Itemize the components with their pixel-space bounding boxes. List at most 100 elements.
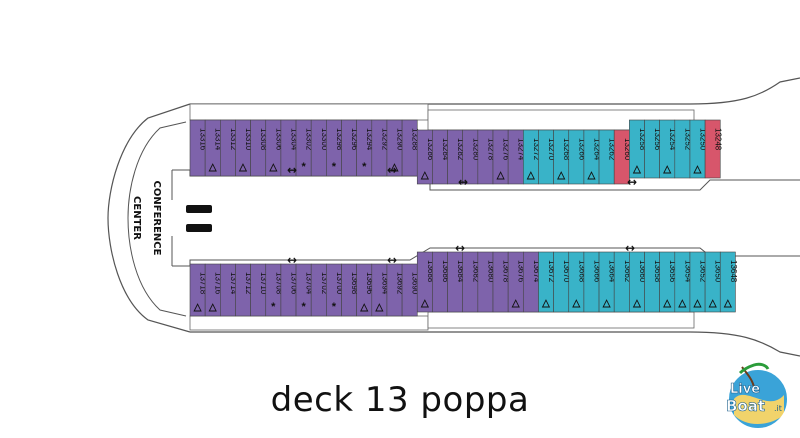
cabin-number: 13662 (623, 260, 632, 283)
cabin-number: 13312 (229, 128, 238, 151)
triangle-icon: △ (193, 302, 202, 313)
corridor-outline (171, 169, 800, 267)
cabin-number: 13294 (365, 128, 374, 151)
triangle-icon: △ (359, 302, 368, 313)
cabin-number: 13670 (562, 260, 571, 283)
cabin-number: 13714 (229, 272, 238, 295)
cabin-number: 13306 (274, 128, 283, 151)
cabin-number: 13692 (396, 272, 405, 295)
cabin-number: 13286 (426, 138, 435, 161)
liveboat-logo: Live Boat .it (726, 362, 789, 430)
cabin-number: 13250 (699, 128, 708, 151)
cabin-13650: 13650△ (704, 251, 723, 313)
cabin-number: 13272 (532, 138, 541, 161)
cabin-number: 13650 (714, 260, 723, 283)
cabin-number: 13266 (577, 138, 586, 161)
cabin-number: 13660 (638, 260, 647, 283)
cabin-fill (704, 119, 721, 179)
logo-text-suffix: .it (774, 404, 782, 413)
balcony-strip-bottom (189, 315, 429, 331)
cabin-13282: 13282 (447, 129, 465, 185)
cabin-number: 13682 (471, 260, 480, 283)
logo-text-live: Live (730, 382, 760, 397)
corridor-door-markers: ↔↔↔↔↔↔↔↔ (287, 163, 637, 267)
cabin-number: 13700 (335, 272, 344, 295)
cabin-number: 13302 (305, 128, 314, 151)
cabin-13258: 13258△ (629, 119, 647, 179)
cabin-number: 13674 (532, 260, 541, 283)
cabin-13708: 13708* (265, 263, 283, 317)
accessible-star-icon: * (332, 301, 337, 313)
cabin-number: 13668 (577, 260, 586, 283)
cabin-number: 13666 (592, 260, 601, 283)
cabin-number: 13252 (683, 128, 692, 151)
cabin-13296: 13296 (341, 119, 359, 177)
cabin-number: 13260 (623, 138, 632, 161)
cabin-13678: 13678 (492, 251, 511, 313)
cabin-fill (719, 251, 736, 313)
cabin-number: 13282 (456, 138, 465, 161)
triangle-icon: △ (693, 298, 702, 309)
cabin-13672: 13672△ (538, 251, 556, 313)
cabin-13714: 13714 (220, 263, 238, 317)
venue-line-2: CENTER (131, 196, 142, 240)
cabin-number: 13710 (259, 272, 268, 295)
cabin-number: 13678 (502, 260, 511, 283)
cabin-13286: 13286△ (416, 129, 435, 185)
triangle-icon: △ (511, 298, 520, 309)
door-arrow-icon: ↔ (387, 253, 397, 267)
cabin-number: 13654 (683, 260, 692, 283)
cabin-number: 13704 (305, 272, 314, 295)
cabin-number: 13278 (486, 138, 495, 161)
logo-text-boat: Boat (726, 397, 765, 415)
cabin-13248: 13248 (704, 119, 723, 179)
triangle-icon: △ (723, 298, 732, 309)
restroom-icon (186, 205, 212, 232)
triangle-icon: △ (693, 164, 702, 175)
cabin-13666: 13666 (583, 251, 601, 313)
triangle-icon: △ (526, 170, 535, 181)
cabin-number: 13308 (259, 128, 268, 151)
cabin-number: 13690 (411, 272, 420, 295)
door-arrow-icon: ↔ (625, 241, 635, 255)
cabin-13272: 13272 △ (522, 129, 541, 185)
triangle-icon: △ (556, 170, 565, 181)
cabin-13648: 13648△ (719, 251, 738, 313)
cabin-number: 13712 (244, 272, 253, 295)
triangle-icon: △ (662, 164, 671, 175)
cabin-13668: 13668△ (568, 251, 586, 313)
cabin-number: 13304 (289, 128, 298, 151)
cabin-13276: 13276△ (492, 129, 511, 185)
cabin-number: 13296 (350, 128, 359, 151)
triangle-icon: △ (268, 162, 277, 173)
accessible-star-icon: * (271, 301, 276, 313)
cabin-13656: 13656△ (659, 251, 677, 313)
cabin-number: 13290 (396, 128, 405, 151)
door-arrow-icon: ↔ (458, 175, 468, 189)
triangle-icon: △ (420, 298, 429, 309)
triangle-icon: △ (602, 298, 611, 309)
cabin-number: 13652 (699, 260, 708, 283)
cabin-number: 13300 (320, 128, 329, 151)
cabin-number: 13702 (320, 272, 329, 295)
cabin-number: 13284 (441, 138, 450, 161)
triangle-icon: △ (587, 170, 596, 181)
cabin-number: 13298 (335, 128, 344, 151)
cabin-number: 13664 (608, 260, 617, 283)
door-arrow-icon: ↔ (387, 163, 397, 177)
cabin-number: 13262 (608, 138, 617, 161)
cabin-number: 13698 (350, 272, 359, 295)
cabin-number: 13310 (244, 128, 253, 151)
triangle-icon: △ (390, 162, 399, 173)
cabin-number: 13706 (289, 272, 298, 295)
cabin-number: 13276 (502, 138, 511, 161)
cabin-13268: 13268△ (553, 129, 571, 185)
cabin-number: 13716 (214, 272, 223, 295)
cabin-number: 13676 (517, 260, 526, 283)
cabin-number: 13672 (547, 260, 556, 283)
cabin-number: 13658 (653, 260, 662, 283)
accessible-star-icon: * (332, 161, 337, 173)
triangle-icon: △ (678, 298, 687, 309)
